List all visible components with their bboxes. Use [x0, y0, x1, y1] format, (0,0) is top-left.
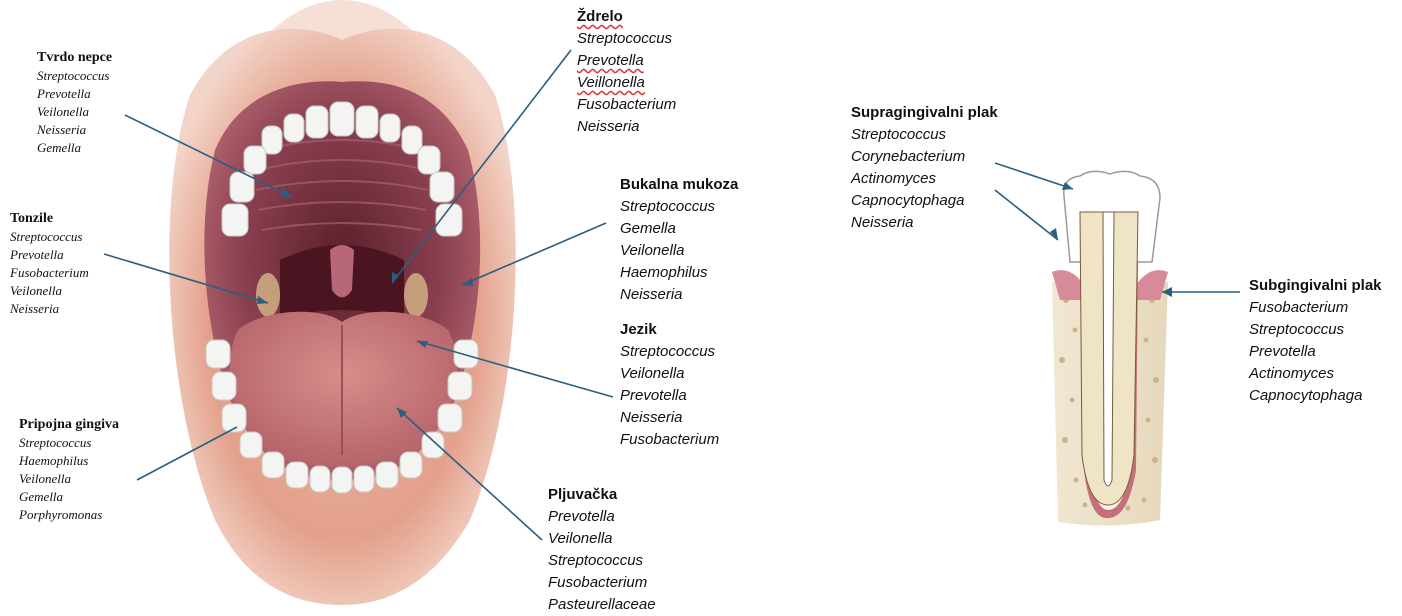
label-tonzile: Tonzile Streptococcus Prevotella Fusobac…: [10, 210, 89, 318]
mouth-illustration: [169, 0, 515, 605]
label-item: Neisseria: [37, 121, 112, 139]
label-item: Corynebacterium: [851, 146, 998, 168]
label-item: Neisseria: [620, 284, 738, 306]
right-tonsil: [404, 273, 428, 317]
label-item: Prevotella: [1249, 341, 1382, 363]
label-item: Streptococcus: [10, 228, 89, 246]
label-tvrdo-nepce: Tvrdo nepce Streptococcus Prevotella Vei…: [37, 49, 112, 157]
label-title: Tonzile: [10, 210, 89, 228]
label-item: Porphyromonas: [19, 506, 119, 524]
label-item: Gemella: [19, 488, 119, 506]
label-item: Neisseria: [577, 116, 676, 138]
label-item: Neisseria: [620, 407, 719, 429]
label-title: Jezik: [620, 319, 719, 341]
label-item: Streptococcus: [577, 28, 676, 50]
label-item: Fusobacterium: [620, 429, 719, 451]
label-item: Neisseria: [851, 212, 998, 234]
label-item: Gemella: [620, 218, 738, 240]
label-zdrelo: Ždrelo Streptococcus Prevotella Veillone…: [577, 6, 676, 138]
label-item: Streptococcus: [620, 196, 738, 218]
uvula: [330, 245, 354, 298]
pointer-supragingivalni-2: [995, 190, 1058, 240]
pointer-supragingivalni-1: [995, 163, 1073, 189]
label-pljuvacka: Pljuvačka Prevotella Veilonella Streptoc…: [548, 484, 656, 616]
label-item: Streptococcus: [37, 67, 112, 85]
label-pripojna-gingiva: Pripojna gingiva Streptococcus Haemophil…: [19, 416, 119, 524]
label-item: Veilonella: [10, 282, 89, 300]
label-item: Neisseria: [10, 300, 89, 318]
label-item: Prevotella: [37, 85, 112, 103]
label-supragingivalni-plak: Supragingivalni plak Streptococcus Coryn…: [851, 102, 998, 234]
tooth-illustration: [1052, 171, 1168, 525]
label-item: Veilonella: [620, 240, 738, 262]
label-item: Actinomyces: [851, 168, 998, 190]
label-item: Gemella: [37, 139, 112, 157]
label-item: Streptococcus: [1249, 319, 1382, 341]
label-item: Fusobacterium: [1249, 297, 1382, 319]
label-title: Pripojna gingiva: [19, 416, 119, 434]
label-item: Capnocytophaga: [851, 190, 998, 212]
label-item: Streptococcus: [19, 434, 119, 452]
label-bukalna-mukoza: Bukalna mukoza Streptococcus Gemella Vei…: [620, 174, 738, 306]
label-item: Prevotella: [548, 506, 656, 528]
label-item: Fusobacterium: [577, 94, 676, 116]
label-item: Veilonella: [37, 103, 112, 121]
label-item: Streptococcus: [548, 550, 656, 572]
label-item: Veilonella: [548, 528, 656, 550]
label-item: Veillonella: [577, 72, 676, 94]
label-jezik: Jezik Streptococcus Veilonella Prevotell…: [620, 319, 719, 451]
label-title: Tvrdo nepce: [37, 49, 112, 67]
label-item: Capnocytophaga: [1249, 385, 1382, 407]
label-item: Streptococcus: [851, 124, 998, 146]
label-item: Veilonella: [19, 470, 119, 488]
label-title: Pljuvačka: [548, 484, 656, 506]
label-title: Supragingivalni plak: [851, 102, 998, 124]
label-title: Bukalna mukoza: [620, 174, 738, 196]
label-item: Prevotella: [620, 385, 719, 407]
label-item: Fusobacterium: [10, 264, 89, 282]
label-item: Prevotella: [10, 246, 89, 264]
label-subgingivalni-plak: Subgingivalni plak Fusobacterium Strepto…: [1249, 275, 1382, 407]
label-item: Pasteurellaceae: [548, 594, 656, 616]
left-tonsil: [256, 273, 280, 317]
label-item: Veilonella: [620, 363, 719, 385]
label-item: Prevotella: [577, 50, 676, 72]
label-title: Ždrelo: [577, 6, 676, 28]
pulp: [1103, 212, 1114, 486]
label-title: Subgingivalni plak: [1249, 275, 1382, 297]
label-item: Actinomyces: [1249, 363, 1382, 385]
label-item: Haemophilus: [620, 262, 738, 284]
label-item: Haemophilus: [19, 452, 119, 470]
label-item: Fusobacterium: [548, 572, 656, 594]
label-item: Streptococcus: [620, 341, 719, 363]
